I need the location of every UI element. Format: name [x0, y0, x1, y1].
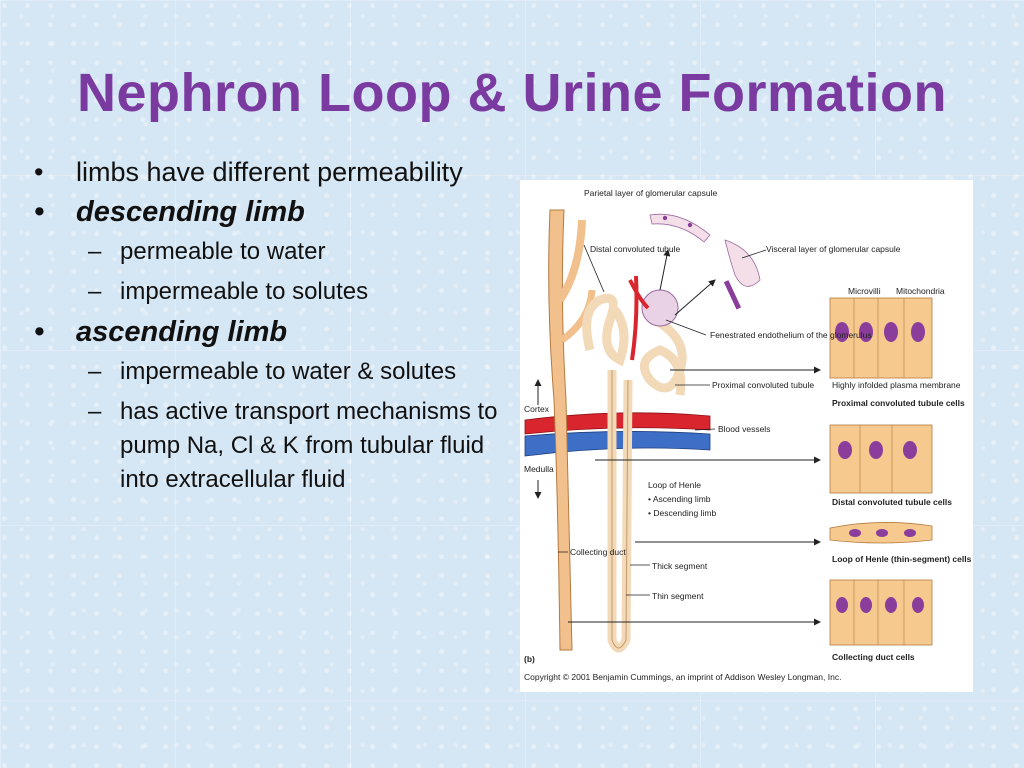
- visceral-layer-shape: [724, 239, 761, 287]
- copyright-text: Copyright © 2001 Benjamin Cummings, an i…: [524, 672, 841, 682]
- ascending-label: • Ascending limb: [648, 494, 711, 504]
- sub-bullet-item: – impermeable to solutes: [30, 275, 510, 309]
- bullet-list: • limbs have different permeability • de…: [30, 155, 510, 503]
- pct-label: Proximal convoluted tubule: [712, 380, 814, 390]
- sub-bullet-text: impermeable to water & solutes: [120, 358, 457, 385]
- sub-bullet-dash: –: [88, 238, 102, 265]
- pointer-line: [741, 249, 767, 259]
- pointer-line: [694, 428, 716, 431]
- nephron-diagram: Parietal layer of glomerular capsule Dis…: [520, 180, 973, 692]
- descending-label: • Descending limb: [648, 508, 716, 518]
- medulla-label: Medulla: [524, 464, 554, 474]
- pct-cells-caption: Proximal convoluted tubule cells: [832, 398, 965, 408]
- pointer-line: [665, 319, 707, 336]
- bullet-text: limbs have different permeability: [76, 157, 463, 187]
- pointer-line: [583, 244, 605, 293]
- endothelium-shape: [723, 280, 742, 310]
- afferent-arteriole: [628, 275, 650, 361]
- bullet-dot: •: [34, 157, 44, 187]
- callout-arrow: [674, 279, 716, 316]
- sub-bullet-item: – has active transport mechanisms to pum…: [30, 395, 510, 497]
- bullet-dot: •: [34, 316, 45, 348]
- vein-band: [524, 431, 711, 457]
- cd-cell-panel: [829, 579, 933, 646]
- mitochondria-label: Mitochondria: [896, 286, 945, 296]
- loop-of-henle-shape: [607, 370, 633, 653]
- parietal-label: Parietal layer of glomerular capsule: [584, 188, 718, 198]
- microvilli-label: Microvilli: [848, 286, 881, 296]
- sub-bullet-text: permeable to water: [120, 238, 326, 265]
- bullet-text: descending limb: [76, 196, 305, 228]
- thin-segment-label: Thin segment: [652, 591, 704, 601]
- visceral-label: Visceral layer of glomerular capsule: [766, 244, 901, 254]
- proximal-tubule-shape: [639, 316, 687, 396]
- callout-arrow: [659, 249, 671, 291]
- panel-label: (b): [524, 654, 535, 664]
- artery-band: [524, 412, 711, 435]
- cortex-label: Cortex: [524, 404, 550, 414]
- parietal-layer-shape: [649, 213, 711, 243]
- sub-bullet-dash: –: [88, 398, 102, 425]
- sub-bullet-text: impermeable to solutes: [120, 278, 369, 305]
- loop-label: Loop of Henle: [648, 480, 701, 490]
- bullet-text: ascending limb: [76, 316, 288, 348]
- nephron-diagram-svg: Parietal layer of glomerular capsule Dis…: [524, 188, 972, 682]
- pct-cell-panel: [829, 297, 933, 379]
- duct-branch: [556, 219, 586, 303]
- sub-bullet-text: has active transport mechanisms to pump …: [120, 398, 498, 493]
- sub-bullet-dash: –: [88, 358, 102, 385]
- collecting-duct-label: Collecting duct: [570, 547, 626, 557]
- loop-cells-caption: Loop of Henle (thin-segment) cells: [832, 554, 972, 564]
- plasma-membrane-label: Highly infolded plasma membrane: [832, 380, 961, 390]
- loop-cell-panel: [829, 522, 933, 544]
- fenestrated-label: Fenestrated endothelium of the glomerulu…: [710, 330, 872, 340]
- sub-bullet-item: – impermeable to water & solutes: [30, 355, 510, 389]
- blood-vessels-label: Blood vessels: [718, 424, 770, 434]
- distal-tubule-shape: [582, 293, 629, 367]
- bullet-dot: •: [34, 196, 45, 228]
- dct-cells-caption: Distal convoluted tubule cells: [832, 497, 952, 507]
- bullet-item: • limbs have different permeability: [30, 155, 510, 189]
- bullet-item: • ascending limb: [30, 315, 510, 349]
- capsule-nucleus: [687, 222, 693, 228]
- sub-bullet-dash: –: [88, 278, 102, 305]
- dct-cell-panel: [829, 424, 933, 494]
- capsule-nucleus: [662, 215, 668, 221]
- bullet-item: • descending limb: [30, 195, 510, 229]
- thick-segment-label: Thick segment: [652, 561, 708, 571]
- slide-title: Nephron Loop & Urine Formation: [77, 63, 947, 123]
- dct-label: Distal convoluted tubule: [590, 244, 681, 254]
- cd-cells-caption: Collecting duct cells: [832, 652, 915, 662]
- loop-outline: [611, 370, 629, 649]
- sub-bullet-item: – permeable to water: [30, 235, 510, 269]
